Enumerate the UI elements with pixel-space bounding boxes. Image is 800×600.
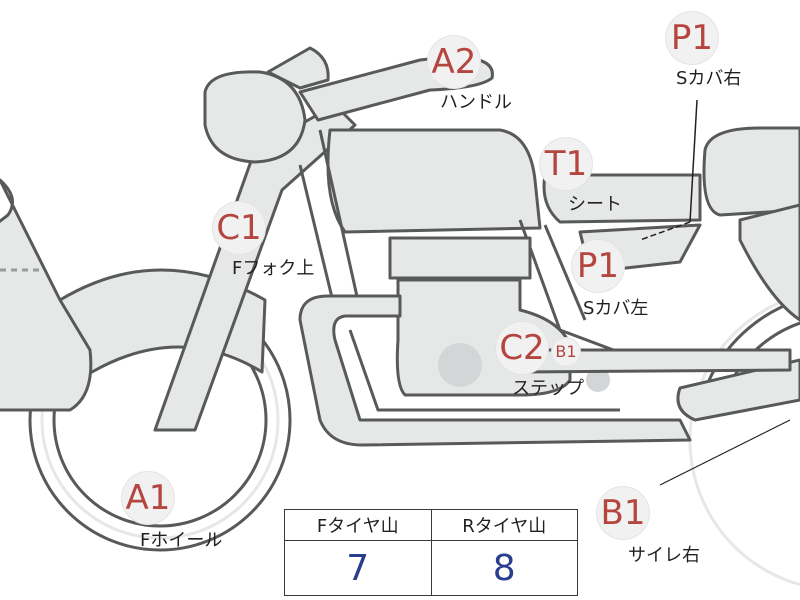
callout-b1-label: サイレ右 bbox=[628, 545, 700, 566]
engine-top bbox=[388, 236, 532, 280]
callout-b1-badge: B1 bbox=[597, 487, 649, 539]
callout-c1-label: Fフォク上 bbox=[232, 258, 315, 279]
front-tire-value: 7 bbox=[284, 540, 432, 596]
callout-a1-badge: A1 bbox=[122, 472, 174, 524]
exhaust-pipe bbox=[298, 294, 692, 447]
front-fairing bbox=[0, 178, 93, 412]
silencer bbox=[676, 358, 800, 422]
rear-swing bbox=[738, 203, 800, 322]
exhaust-pipe-lower bbox=[348, 329, 620, 412]
callout-a1-label: Fホイール bbox=[140, 530, 223, 551]
rear-tire-value: 8 bbox=[430, 540, 578, 596]
tire-tread-table: Fタイヤ山 Rタイヤ山 7 8 bbox=[284, 509, 578, 596]
callout-c2-sub-badge: B1 bbox=[552, 338, 580, 366]
callout-t1-label: シート bbox=[568, 194, 622, 215]
callout-p1-right-label: Sカバ右 bbox=[676, 68, 742, 89]
callout-c1-badge: C1 bbox=[213, 202, 265, 254]
callout-t1-badge: T1 bbox=[540, 138, 592, 190]
callout-p1-left-label: Sカバ左 bbox=[583, 298, 649, 319]
fuel-tank bbox=[326, 128, 542, 234]
callout-c2-label: ステップ bbox=[512, 378, 584, 399]
handlebar bbox=[266, 46, 330, 90]
callout-p1-right-badge: P1 bbox=[666, 12, 718, 64]
callout-a2-badge: A2 bbox=[428, 36, 480, 88]
callout-a2-label: ハンドル bbox=[440, 92, 512, 113]
rear-tail bbox=[702, 126, 800, 217]
rear-wheel-rim bbox=[703, 298, 800, 391]
rear-wheel bbox=[688, 293, 800, 587]
callout-c2-badge: C2 bbox=[496, 322, 548, 374]
frame-down bbox=[298, 129, 362, 311]
rear-tire-header: Rタイヤ山 bbox=[430, 509, 578, 541]
callout-p1-left-badge: P1 bbox=[572, 240, 624, 292]
front-tire-header: Fタイヤ山 bbox=[284, 509, 432, 541]
headlight bbox=[203, 70, 307, 164]
